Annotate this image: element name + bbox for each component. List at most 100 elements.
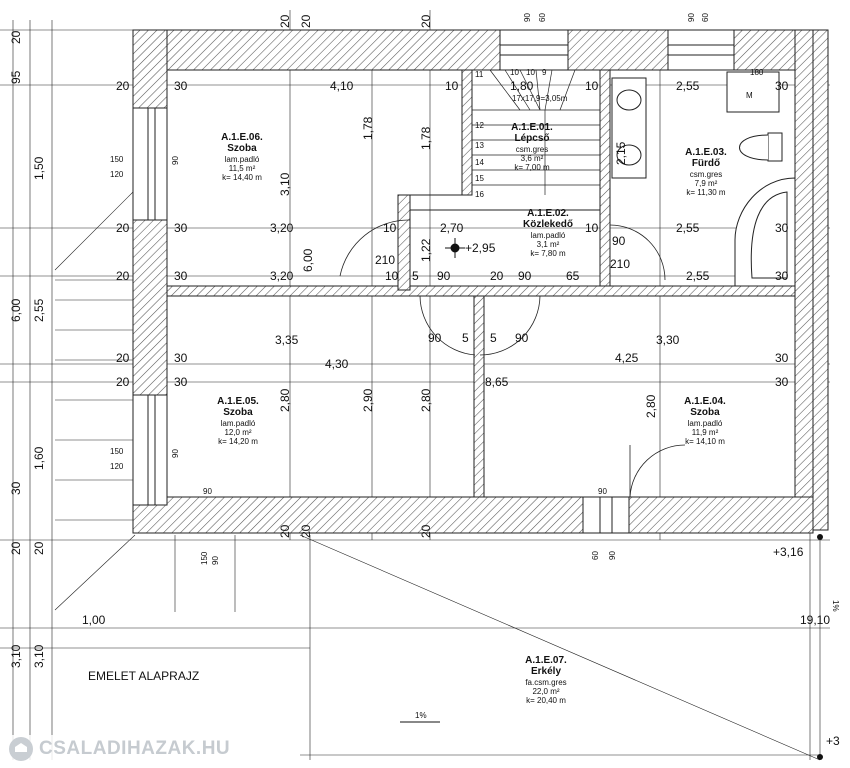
dim-210: 210 <box>375 253 395 267</box>
dim-stair-w: 1,80 <box>510 79 534 93</box>
level-marker-balcony <box>817 534 823 540</box>
dim-room06-w2: 3,20 <box>270 221 294 235</box>
dim-210: 210 <box>610 257 630 271</box>
dim-90: 90 <box>515 331 529 345</box>
dim-mid-total: 8,65 <box>485 375 509 389</box>
dim-left-95: 95 <box>9 70 23 84</box>
dim-120: 120 <box>110 462 124 471</box>
room-code: A.1.E.07. <box>525 655 567 666</box>
wall-stair-right <box>599 69 611 287</box>
stair-step: 16 <box>475 190 484 199</box>
dim-5: 5 <box>412 269 419 283</box>
dim-20: 20 <box>116 79 130 93</box>
dim-06-90: 90 <box>171 156 180 165</box>
vertical-dim-texts: 95 20 1,50 2,55 6,00 1,60 30 3,10 3,10 2… <box>9 13 840 668</box>
room-floor: lam.padló <box>221 419 256 428</box>
dim-stair-h: 2,15 <box>614 141 628 165</box>
watermark-text: CSALADIHAZAK.HU <box>39 738 231 759</box>
room-floor: csm.gres <box>516 145 548 154</box>
window-bath <box>667 29 735 71</box>
room-name: Lépcső <box>514 133 549 144</box>
dim-left-150: 1,50 <box>32 156 46 180</box>
room-floor: lam.padló <box>531 231 566 240</box>
wall-rooms-divider <box>473 295 485 498</box>
dim-bottom-20: 20 <box>278 524 292 538</box>
dim-balcony-width: 1,00 <box>82 613 106 627</box>
room-perimeter: k= 11,30 m <box>686 188 726 197</box>
dim-bottom-20b: 20 <box>299 524 313 538</box>
dim-top-20b: 20 <box>299 14 313 28</box>
dim-bath-w3: 2,55 <box>686 269 710 283</box>
stair-step: 13 <box>475 141 484 150</box>
room-name: Közlekedő <box>523 219 573 230</box>
stair-treads <box>472 69 600 195</box>
level-corner-text: +3 <box>826 734 840 748</box>
room-code: A.1.E.06. <box>221 132 263 143</box>
dim-30: 30 <box>174 351 188 365</box>
room-area: 11,9 m² <box>692 428 719 437</box>
dim-bath-top: 2,55 <box>676 79 700 93</box>
room-perimeter: k= 7,80 m <box>530 249 566 258</box>
dim-room06-w: 4,10 <box>330 79 354 93</box>
dim-left-30: 30 <box>9 481 23 495</box>
bathroom-fixtures <box>611 71 796 287</box>
dim-top-20c: 20 <box>419 14 433 28</box>
stair-step: 12 <box>475 121 484 130</box>
dim-05-h3: 2,80 <box>419 388 433 412</box>
room-area: 22,0 m² <box>532 687 559 696</box>
wc-label: M <box>746 91 753 100</box>
dim-30: 30 <box>775 79 789 93</box>
room-name: Erkély <box>531 666 561 677</box>
stair-step: 11 <box>475 70 484 79</box>
dim-left-20: 20 <box>9 30 23 44</box>
room-area: 3,1 m² <box>537 240 560 249</box>
dim-5: 5 <box>462 331 469 345</box>
window-06 <box>132 107 168 221</box>
dim-top-60b: 60 <box>701 13 710 22</box>
dim-room06-w3: 3,20 <box>270 269 294 283</box>
window-stair <box>499 29 569 71</box>
stair-step: 14 <box>475 158 484 167</box>
wall-bottom <box>132 496 814 534</box>
dim-hall-h2: 6,00 <box>301 248 315 272</box>
wall-neighbour <box>812 29 829 531</box>
dim-150: 150 <box>110 155 124 164</box>
dim-bottom-90: 90 <box>608 551 617 560</box>
dim-left-160: 1,60 <box>32 446 46 470</box>
room-area: 12,0 m² <box>224 428 251 437</box>
room-floor: lam.padló <box>225 155 260 164</box>
watermark: CSALADIHAZAK.HU <box>5 735 232 763</box>
dim-bottom-90b: 90 <box>211 556 220 565</box>
washing-machine <box>726 71 780 113</box>
dim-texts: 4,10 3,20 3,20 2,70 1,80 2,55 2,55 2,55 … <box>82 68 840 748</box>
room-name: Fürdő <box>692 158 720 169</box>
room-code: A.1.E.04. <box>684 396 726 407</box>
dim-10: 10 <box>585 79 599 93</box>
dim-bottom-150: 150 <box>200 551 209 565</box>
dim-top-90: 90 <box>523 13 532 22</box>
dim-05-90: 90 <box>171 449 180 458</box>
wall-hall-top <box>166 285 796 297</box>
dim-10: 10 <box>445 79 459 93</box>
dim-20: 20 <box>116 351 130 365</box>
slope-right: 1% <box>831 600 840 612</box>
wall-stair-left <box>461 69 473 196</box>
dim-left-310: 3,10 <box>32 644 46 668</box>
dim-top-60: 60 <box>538 13 547 22</box>
dim-mid-w3: 4,25 <box>615 351 639 365</box>
dim-04-h: 2,80 <box>644 394 658 418</box>
door-swings <box>339 219 686 498</box>
windows <box>132 29 735 534</box>
room-floor: csm.gres <box>690 170 722 179</box>
window-04-door <box>582 496 630 534</box>
dim-90: 90 <box>598 487 607 496</box>
dim-06-h2: 1,78 <box>419 126 433 150</box>
dim-150: 150 <box>110 447 124 456</box>
dim-180: 180 <box>750 68 764 77</box>
room-name: Szoba <box>223 407 253 418</box>
